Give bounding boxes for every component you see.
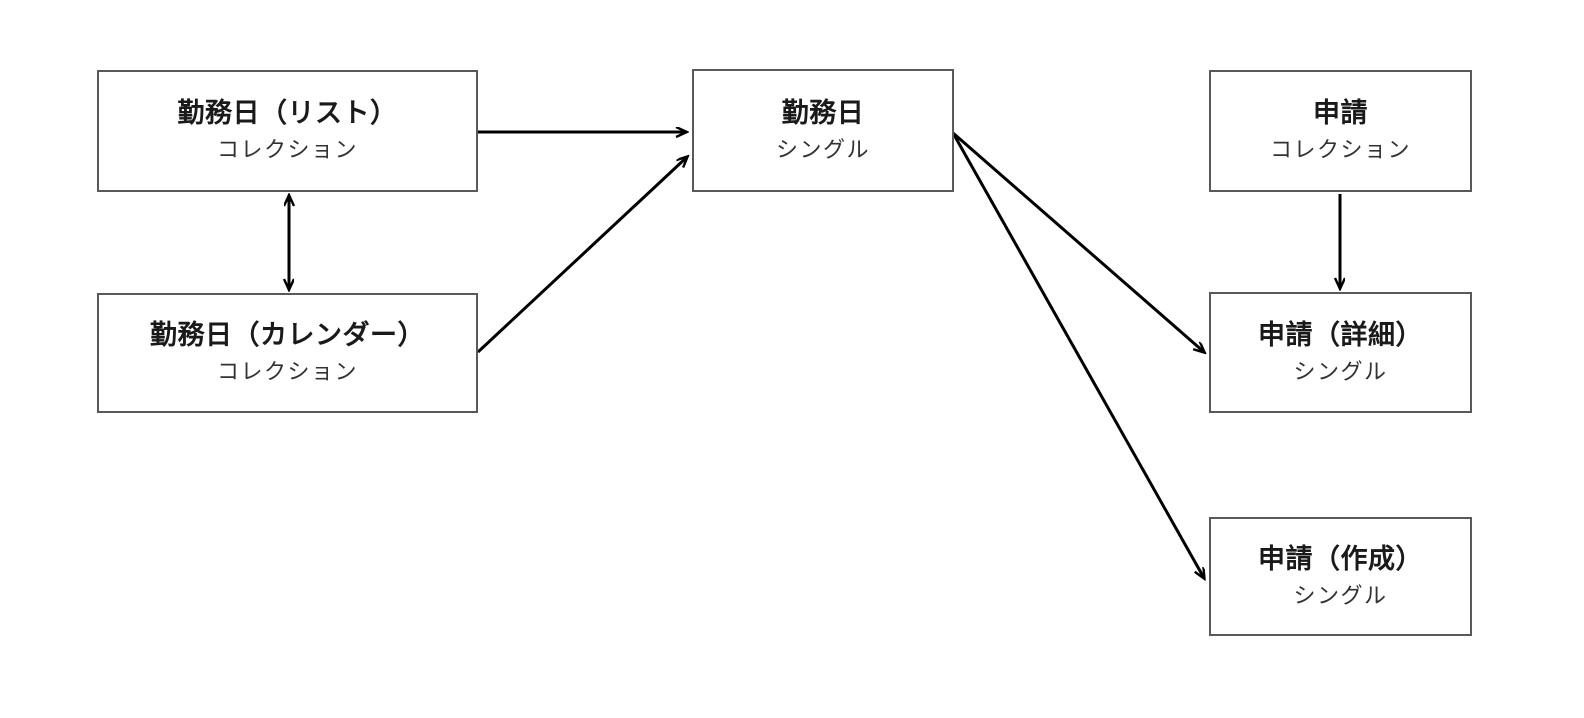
node-subtitle: コレクション [216, 137, 358, 163]
node-workday-list[interactable]: 勤務日（リスト） コレクション [97, 70, 478, 192]
node-subtitle: シングル [1293, 358, 1388, 384]
node-title: 勤務日（リスト） [177, 98, 398, 129]
edge-workday-single-to-application-create [951, 132, 1204, 578]
node-title: 勤務日（カレンダー） [150, 320, 425, 351]
node-workday-calendar[interactable]: 勤務日（カレンダー） コレクション [97, 293, 478, 413]
node-application-detail[interactable]: 申請（詳細） シングル [1209, 292, 1472, 413]
node-title: 勤務日 [781, 97, 865, 128]
node-subtitle: コレクション [216, 359, 358, 385]
node-title: 申請 [1313, 98, 1368, 129]
edge-calendar-to-workday-single [476, 157, 687, 354]
node-title: 申請（作成） [1258, 543, 1423, 574]
node-title: 申請（詳細） [1258, 319, 1423, 350]
node-subtitle: シングル [1293, 582, 1388, 608]
node-subtitle: シングル [775, 136, 870, 162]
edge-workday-single-to-application-detail [952, 131, 1204, 352]
node-subtitle: コレクション [1269, 137, 1411, 163]
node-workday-single[interactable]: 勤務日 シングル [692, 69, 954, 192]
node-application-collection[interactable]: 申請 コレクション [1209, 70, 1472, 192]
node-application-create[interactable]: 申請（作成） シングル [1209, 517, 1472, 636]
